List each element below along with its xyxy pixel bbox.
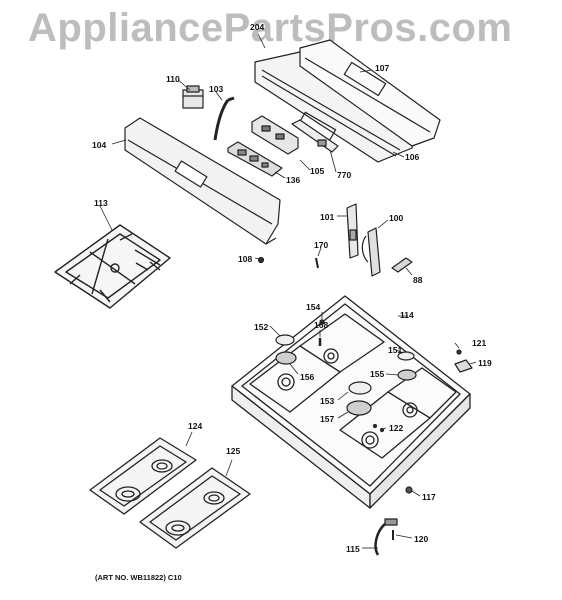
part-119 <box>455 360 472 372</box>
screw-170 <box>316 258 318 268</box>
part-103 <box>215 98 234 140</box>
callout-114: 114 <box>400 310 414 320</box>
burner-cap-152 <box>276 335 294 345</box>
bracket-101 <box>347 204 358 258</box>
callout-121: 121 <box>472 338 487 348</box>
callout-156: 156 <box>300 372 315 382</box>
callout-105: 105 <box>310 166 325 176</box>
backsplash-107 <box>300 40 440 146</box>
burner-head-155 <box>398 370 416 380</box>
board-136 <box>228 142 282 176</box>
bracket-100 <box>362 228 380 276</box>
callout-120: 120 <box>414 534 429 544</box>
callout-124: 124 <box>188 421 203 431</box>
control-panel-104 <box>125 118 280 244</box>
callout-115: 115 <box>346 544 360 554</box>
part-117 <box>406 487 412 493</box>
callout-151: 151 <box>388 345 403 355</box>
part-110 <box>183 86 203 108</box>
art-number: (ART NO. WB11822) C10 <box>95 573 182 582</box>
callout-108: 108 <box>238 254 253 264</box>
part-770 <box>292 120 338 152</box>
leader-lines <box>100 34 476 548</box>
screw-108 <box>259 258 264 263</box>
callout-122: 122 <box>389 423 404 433</box>
burner-cap-153 <box>349 382 371 394</box>
callout-204: 204 <box>250 22 265 32</box>
board-105 <box>252 116 298 154</box>
callout-168: 168 <box>314 320 329 330</box>
callout-104: 104 <box>92 140 107 150</box>
callout-100: 100 <box>389 213 404 223</box>
callout-155: 155 <box>370 369 385 379</box>
callout-107: 107 <box>375 63 390 73</box>
burner-cap-151 <box>398 352 414 360</box>
callout-154: 154 <box>306 302 321 312</box>
callout-119: 119 <box>478 358 492 368</box>
callout-117: 117 <box>422 492 436 502</box>
callout-110: 110 <box>166 74 180 84</box>
callout-170: 170 <box>314 240 329 250</box>
burner-head-156 <box>276 352 296 364</box>
part-88 <box>392 258 412 272</box>
callout-103: 103 <box>209 84 224 94</box>
tube-115 <box>376 519 397 555</box>
grate-113 <box>55 225 170 308</box>
drip-pan-124 <box>90 438 196 514</box>
callout-125: 125 <box>226 446 241 456</box>
callout-157: 157 <box>320 414 335 424</box>
callout-106: 106 <box>405 152 420 162</box>
screws-122 <box>374 425 384 432</box>
cooktop-114 <box>232 296 470 508</box>
burner-head-157 <box>347 401 371 415</box>
callout-88: 88 <box>413 275 423 285</box>
callout-153: 153 <box>320 396 335 406</box>
callout-113: 113 <box>94 198 108 208</box>
callout-152: 152 <box>254 322 269 332</box>
callout-770: 770 <box>337 170 352 180</box>
watermark-text: AppliancePartsPros.com <box>28 6 513 50</box>
callout-136: 136 <box>286 175 301 185</box>
screw-121 <box>457 350 461 354</box>
drip-pan-125 <box>140 468 250 548</box>
callout-101: 101 <box>320 212 335 222</box>
